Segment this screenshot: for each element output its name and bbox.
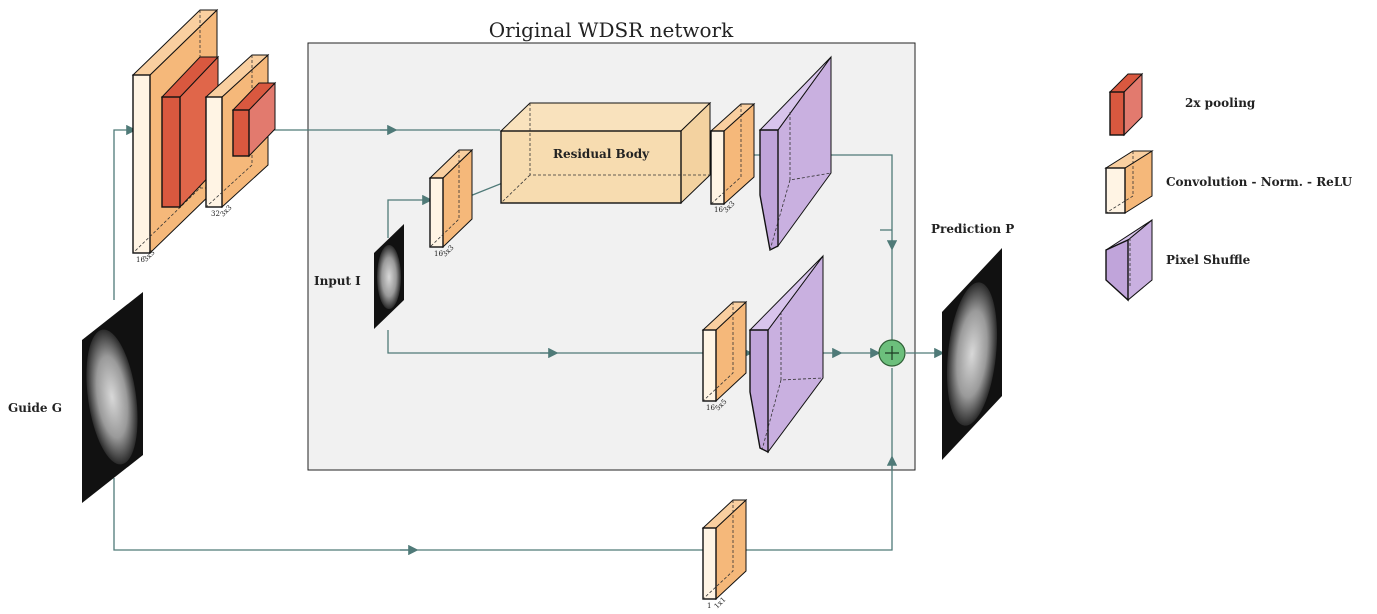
input-conv-block: [428, 148, 474, 249]
input-conv-channels: 16: [434, 250, 443, 258]
body-conv-channels: 16: [714, 206, 723, 214]
input-label: Input I: [314, 274, 361, 288]
guide-label: Guide G: [8, 401, 62, 415]
sum-node: [878, 339, 906, 367]
residual-body-block: [499, 101, 712, 205]
legend-conv-swatch: [1104, 150, 1154, 214]
prediction-label: Prediction P: [931, 222, 1014, 236]
guide-conv2-channels: 32: [211, 210, 220, 218]
legend-pooling-label: 2x pooling: [1185, 96, 1256, 110]
pixel-shuffle-bottom: [748, 254, 824, 454]
skip-conv-block: [701, 300, 748, 403]
guide-skip-conv-block: [701, 498, 748, 601]
wdsr-title: Original WDSR network: [489, 18, 734, 42]
residual-body-label: Residual Body: [553, 147, 650, 161]
skip-conv-channels: 16: [706, 404, 715, 412]
legend-pooling-swatch: [1108, 72, 1144, 137]
guide-conv-block-1: [131, 8, 220, 255]
guide-skip-conv-channels: 1: [707, 602, 711, 610]
guide-image: [82, 292, 143, 503]
legend-conv-label: Convolution - Norm. - ReLU: [1166, 175, 1353, 189]
guide-conv1-channels: 16: [136, 256, 145, 264]
prediction-image: [942, 248, 1002, 460]
body-conv-block: [709, 102, 756, 206]
guide-conv-block-2: [204, 53, 277, 209]
legend-pixel-shuffle-label: Pixel Shuffle: [1166, 253, 1251, 267]
input-image: [374, 224, 404, 329]
pixel-shuffle-top: [758, 55, 832, 252]
legend-pixel-shuffle-swatch: [1105, 218, 1153, 302]
